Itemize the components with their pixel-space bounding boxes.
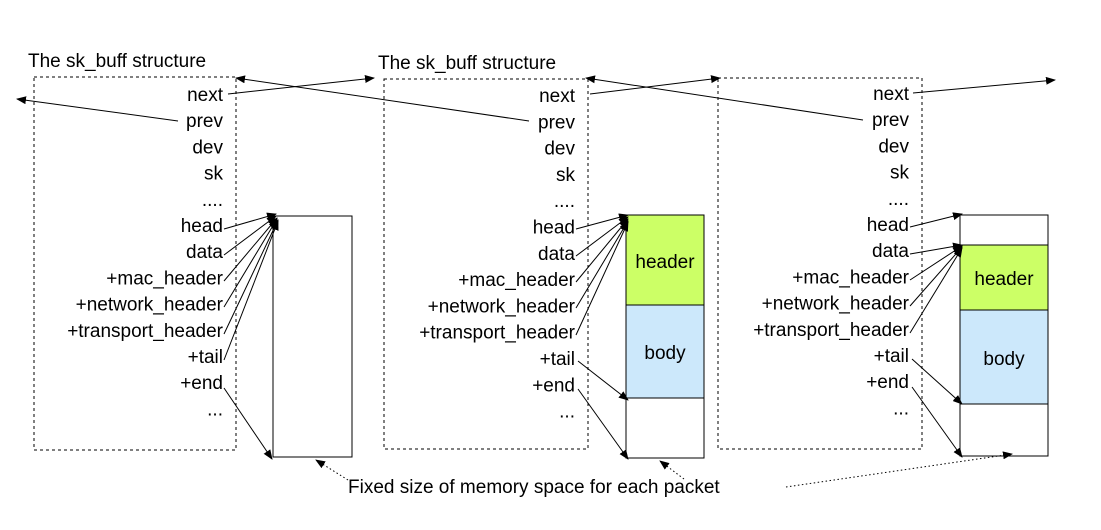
field-label-2: +transport_header <box>419 323 575 344</box>
struct-title-2: The sk_buff structure <box>378 53 556 74</box>
field-label-2: +mac_header <box>458 270 575 291</box>
struct-title-1: The sk_buff structure <box>28 51 206 72</box>
next-arrow-1 <box>227 75 375 95</box>
next-arrow-3 <box>912 76 1056 94</box>
field-label-2: sk <box>556 165 576 186</box>
field-label-1: +end <box>180 373 223 394</box>
field-list-2: next prev dev sk.... head data +mac_header +net… <box>419 86 576 423</box>
field-label-2: +tail <box>540 349 575 370</box>
struct-box-3 <box>717 77 923 450</box>
caption-leader-2 <box>659 460 685 480</box>
field-label-2: .... <box>554 191 575 212</box>
field-label-1: head <box>181 216 223 237</box>
field-label-1: dev <box>192 137 223 158</box>
field-label-3: +end <box>866 372 909 393</box>
field-label-3: next <box>873 84 910 105</box>
field-label-3: prev <box>872 110 909 131</box>
field-label-1: +transport_header <box>67 321 223 342</box>
field-label-1: +network_header <box>76 295 224 316</box>
field-list-3: next prev dev sk.... head data +mac_header +net… <box>753 84 910 419</box>
caption-leader-3 <box>785 451 1013 488</box>
field-label-1: next <box>187 85 224 106</box>
buffer-2-header-label: header <box>635 252 695 273</box>
field-label-3: head <box>867 215 909 236</box>
buffer-1 <box>272 215 353 458</box>
field-label-1: .... <box>202 190 223 211</box>
field-label-1: +tail <box>188 347 223 368</box>
pointer-arrows-1 <box>223 212 279 460</box>
buffer-3-header <box>959 244 1049 311</box>
field-label-3: +network_header <box>762 294 910 315</box>
next-arrow-2 <box>589 75 721 95</box>
prev-arrow-1 <box>16 96 179 122</box>
buffer-3-body-label: body <box>983 349 1025 370</box>
field-label-2: dev <box>544 139 575 160</box>
buffer-3-header-label: header <box>974 269 1034 290</box>
field-label-3: +transport_header <box>753 320 909 341</box>
field-list-1: next prev dev sk.... head data +mac_header +net… <box>67 85 224 420</box>
field-label-2: data <box>538 244 575 265</box>
field-label-2: +end <box>532 375 575 396</box>
field-label-1: prev <box>186 111 223 132</box>
pointer-arrows-3 <box>909 212 963 458</box>
field-label-2: prev <box>538 112 575 133</box>
field-label-3: dev <box>878 136 909 157</box>
memory-caption: Fixed size of memory space for each pack… <box>348 477 720 498</box>
field-label-1: data <box>186 242 223 263</box>
field-label-2: +network_header <box>428 296 576 317</box>
field-label-3: ... <box>893 398 909 419</box>
prev-arrow-2 <box>235 75 530 122</box>
buffer-2-body <box>625 304 705 399</box>
field-label-1: +mac_header <box>106 268 223 289</box>
field-label-2: ... <box>559 402 575 423</box>
field-label-3: data <box>872 241 909 262</box>
field-label-3: +tail <box>874 346 909 367</box>
pointer-arrows-2 <box>575 213 629 460</box>
caption-leader-1 <box>315 459 349 481</box>
field-label-3: sk <box>890 163 910 184</box>
field-label-2: next <box>539 86 576 107</box>
field-label-3: .... <box>888 189 909 210</box>
field-label-3: +mac_header <box>792 267 909 288</box>
field-label-1: sk <box>204 164 224 185</box>
struct-box-2 <box>383 78 589 450</box>
prev-arrow-3 <box>585 75 864 121</box>
field-label-2: head <box>533 218 575 239</box>
buffer-2-header <box>625 214 705 306</box>
buffer-2-body-label: body <box>644 343 686 364</box>
field-label-1: ... <box>207 399 223 420</box>
buffer-3-body <box>959 309 1049 405</box>
